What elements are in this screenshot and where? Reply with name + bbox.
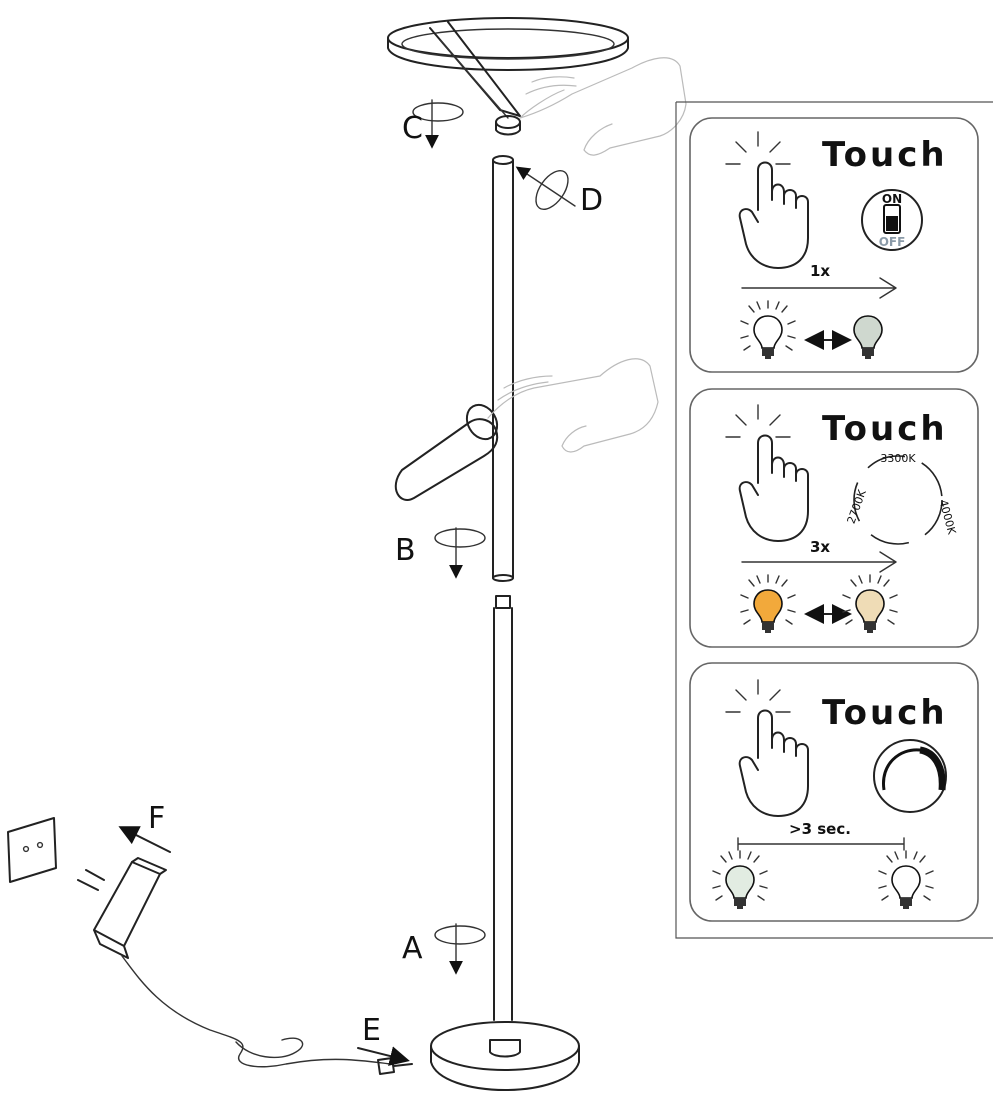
rotate-a-icon: [434, 923, 486, 975]
arrow-right-icon: [741, 551, 897, 573]
panel-on-off: Touch ON OFF 1x: [689, 117, 979, 373]
wall-socket-icon: [7, 817, 57, 883]
panel-3-count: >3 sec.: [789, 820, 851, 838]
hand-top: [519, 57, 687, 156]
dimmer-arc-icon: [873, 739, 947, 813]
duration-bar-icon: [737, 837, 905, 851]
step-label-d: D: [580, 183, 603, 218]
arrow-e-icon: [357, 1046, 410, 1066]
switch-on-label: ON: [882, 192, 902, 206]
instructions-sheet: Touch ON OFF 1x Touch: [675, 101, 993, 939]
reading-spot: [394, 403, 499, 501]
panel-1-title: Touch: [822, 135, 948, 175]
step-label-e: E: [362, 1013, 381, 1048]
rotate-b-icon: [434, 527, 486, 579]
arrow-right-icon: [741, 277, 897, 299]
on-off-switch-icon: ON OFF: [861, 189, 923, 251]
power-adapter-icon: [77, 857, 413, 1075]
lower-tube: [493, 595, 513, 1021]
hand-middle: [487, 358, 659, 453]
step-label-b: B: [395, 533, 416, 568]
panel-3-title: Touch: [822, 693, 948, 733]
step-label-a: A: [402, 931, 423, 966]
panel-2-title: Touch: [822, 409, 948, 449]
arrow-f-icon: [118, 826, 171, 853]
rotate-d-icon: [515, 166, 576, 210]
panel-1-count: 1x: [810, 262, 830, 280]
temp-3300k: 3300K: [880, 452, 916, 465]
upper-tube: [492, 155, 514, 582]
step-label-c: C: [402, 111, 423, 146]
lamp-illustration: [7, 17, 687, 1091]
rotate-c-icon: [412, 99, 464, 149]
panel-2-count: 3x: [810, 538, 830, 556]
step-label-f: F: [148, 801, 165, 836]
panel-color-temperature: Touch 3300K 4000K 2700K 3x: [689, 388, 979, 648]
panel-dimming: Touch >3 sec.: [689, 662, 979, 922]
switch-off-label: OFF: [879, 235, 906, 249]
ring-shade: [387, 17, 629, 136]
base: [430, 1021, 580, 1091]
